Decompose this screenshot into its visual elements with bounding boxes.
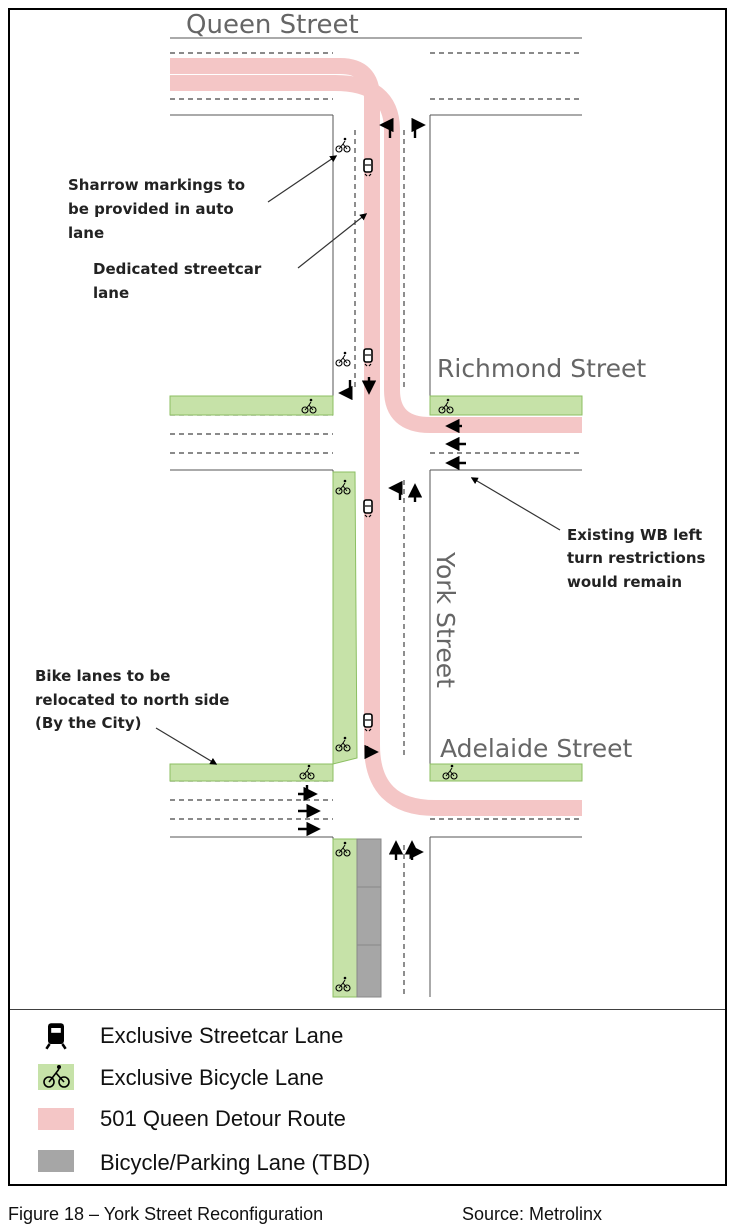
legend-label-bicycle: Exclusive Bicycle Lane: [100, 1065, 324, 1090]
street-richmond: Richmond Street: [437, 354, 646, 383]
york-street-diagram: Queen Street Richmond Street Adelaide St…: [10, 10, 725, 1010]
annotation-bike-line3: (By the City): [35, 714, 142, 732]
annotation-wb-line3: would remain: [567, 573, 682, 591]
annotation-sharrow-line3: lane: [68, 224, 104, 242]
annotation-sharrow-line1: Sharrow markings to: [68, 176, 245, 194]
annotation-bike-line1: Bike lanes to be: [35, 667, 170, 685]
annotation-wb-line2: turn restrictions: [567, 549, 706, 567]
street-adelaide: Adelaide Street: [440, 734, 632, 763]
bicycle-icon: [335, 351, 351, 367]
annotation-sharrow-line2: be provided in auto: [68, 200, 234, 218]
leader-bike-lanes: [155, 727, 218, 765]
source-caption: Source: Metrolinx: [462, 1204, 603, 1224]
figure-frame: [8, 8, 727, 1186]
bike-lanes: [169, 395, 583, 998]
streetcar-icon: [45, 1023, 67, 1050]
leader-wb-left: [470, 477, 561, 531]
legend-label-detour: 501 Queen Detour Route: [100, 1106, 346, 1131]
parking-lane: [356, 838, 382, 998]
bicycle-icon: [335, 137, 351, 153]
leader-sharrow: [267, 155, 338, 203]
annotation-bike-line2: relocated to north side: [35, 691, 229, 709]
lane-arrows: [298, 117, 466, 860]
annotation-wb-line1: Existing WB left: [567, 526, 702, 544]
street-queen: Queen Street: [186, 10, 359, 40]
leader-streetcar: [297, 213, 368, 269]
parking-swatch: [38, 1150, 74, 1172]
annotation-streetcar-line2: lane: [93, 284, 129, 302]
detour-swatch: [38, 1108, 74, 1130]
bicycle-icon: [38, 1064, 74, 1090]
legend-icons: [38, 1023, 74, 1172]
legend-label-streetcar: Exclusive Streetcar Lane: [100, 1023, 344, 1048]
street-york: York Street: [431, 551, 460, 688]
annotation-streetcar-line1: Dedicated streetcar: [93, 260, 262, 278]
figure-caption: Figure 18 – York Street Reconfiguration: [8, 1204, 324, 1224]
legend-label-parking: Bicycle/Parking Lane (TBD): [100, 1150, 371, 1175]
